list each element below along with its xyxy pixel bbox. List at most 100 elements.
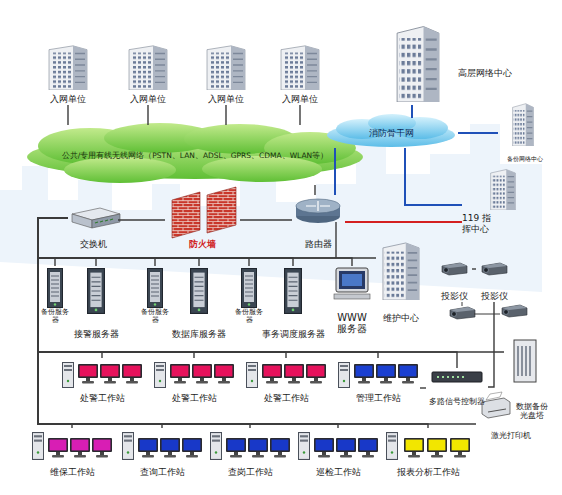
building-node: 维护中心 [376, 236, 426, 324]
node-label: 数据库服务器 [172, 329, 226, 340]
projector-icon [502, 305, 527, 317]
network-link [118, 219, 165, 220]
printer-node: 激光打印机 [476, 392, 546, 440]
node-label: 消防骨干网 [369, 129, 414, 138]
controller-node: 多路信号控制器 [426, 368, 488, 406]
server-node: 备份服务器 [138, 266, 172, 324]
network-link [38, 218, 68, 266]
network-link [38, 218, 249, 266]
node-label: 投影仪 [481, 291, 508, 302]
network-link [38, 218, 250, 428]
workstation-node: 查询工作站 [120, 428, 204, 478]
network-link [38, 218, 376, 258]
network-cloud: 消防骨干网 [325, 118, 458, 148]
green-cloud [27, 123, 363, 183]
network-link [38, 218, 352, 266]
node-label: 查岗工作站 [228, 467, 273, 478]
building-node: 高层网络中心 [395, 18, 512, 105]
controller-icon [432, 372, 482, 382]
node-label: 高层网络中心 [458, 68, 512, 79]
projector-node: 投影仪 [476, 258, 512, 302]
workstation-node: 管理工作站 [336, 358, 420, 404]
node-label: 查询工作站 [140, 467, 185, 478]
node-label: 投影仪 [441, 291, 468, 302]
workstation-node: 报表分析工作站 [384, 428, 472, 478]
node-label: 入网单位 [208, 94, 244, 105]
network-link [67, 105, 68, 125]
router-drop-wire [335, 222, 336, 258]
switch-icon [72, 208, 120, 228]
workstation-node: 维保工作站 [30, 428, 114, 478]
server-icon [191, 269, 208, 314]
server-icon [88, 269, 105, 314]
server-node: 事务调度服务器 [258, 266, 328, 340]
network-link [472, 268, 476, 269]
node-label: 维护中心 [383, 313, 419, 324]
building-icon [383, 243, 419, 300]
node-label: 交换机 [80, 239, 107, 250]
network-link [38, 218, 155, 266]
node-label: 处警工作站 [80, 393, 125, 404]
printer-icon [482, 392, 510, 418]
server-node: 数据库服务器 [168, 266, 230, 340]
storage-node: 数据备份 光盘塔 [504, 336, 560, 420]
building-node: 入网单位 [40, 40, 96, 105]
network-link [38, 218, 378, 358]
node-label: 备份服务器 [38, 308, 72, 324]
firewall-icon [172, 187, 236, 238]
projector-icon [442, 263, 467, 275]
network-link [38, 218, 293, 266]
server-icon [148, 269, 163, 308]
building-node: 入网单位 [272, 40, 328, 105]
workstation-icons [33, 363, 471, 460]
workstation-node: 处警工作站 [244, 358, 328, 404]
building-node: 119 指挥中心 [462, 165, 518, 235]
disc-tower-icon [514, 340, 536, 382]
building-icon [397, 27, 439, 102]
workstation-node: 处警工作站 [152, 358, 236, 404]
node-label: 备份服务器 [138, 308, 172, 324]
node-label: 激光打印机 [491, 431, 531, 440]
server-icon [48, 269, 63, 308]
network-link [314, 185, 315, 195]
network-link [334, 148, 336, 195]
node-label: 接警服务器 [74, 329, 119, 340]
building-node: 入网单位 [198, 40, 254, 105]
network-link [38, 218, 504, 352]
node-label: 维保工作站 [50, 467, 95, 478]
blue-cloud [327, 114, 455, 147]
city-skyline [0, 124, 542, 292]
router-node: 路由器 [292, 195, 345, 250]
network-link [38, 218, 194, 358]
network-link [225, 105, 226, 125]
projector-icon [482, 263, 507, 275]
node-label: 防火墙 [189, 239, 216, 250]
node-label: 处警工作站 [264, 393, 309, 404]
network-link [420, 387, 426, 388]
node-label: 公共/专用有线无线网络（PSTN、LAN、ADSL、GPRS、CDMA、WLAN… [62, 151, 328, 160]
node-label: 处警工作站 [172, 393, 217, 404]
building-icon [129, 46, 167, 90]
network-link [38, 218, 476, 424]
network-link [38, 218, 457, 368]
server-node: 备份服务器 [232, 266, 266, 324]
server-icons [48, 269, 302, 314]
node-label: 入网单位 [50, 94, 86, 105]
network-link [411, 105, 413, 118]
router-icon [296, 199, 340, 223]
server-icon [242, 269, 257, 308]
server-node: 接警服务器 [70, 266, 122, 340]
workstation-node: 巡检工作站 [296, 428, 380, 478]
projector-node: 投影仪 [436, 258, 472, 302]
workstation-node: 处警工作站 [60, 358, 144, 404]
network-link [240, 219, 292, 220]
building-node: 入网单位 [120, 40, 176, 105]
building-icon [491, 170, 516, 210]
node-label: 备份网络中心 [507, 155, 543, 162]
network-link [299, 105, 300, 125]
node-label: 报表分析工作站 [397, 467, 460, 478]
projector-icon [450, 307, 475, 319]
building-node: 备份网络中心 [498, 100, 552, 162]
building-icon [513, 104, 534, 146]
